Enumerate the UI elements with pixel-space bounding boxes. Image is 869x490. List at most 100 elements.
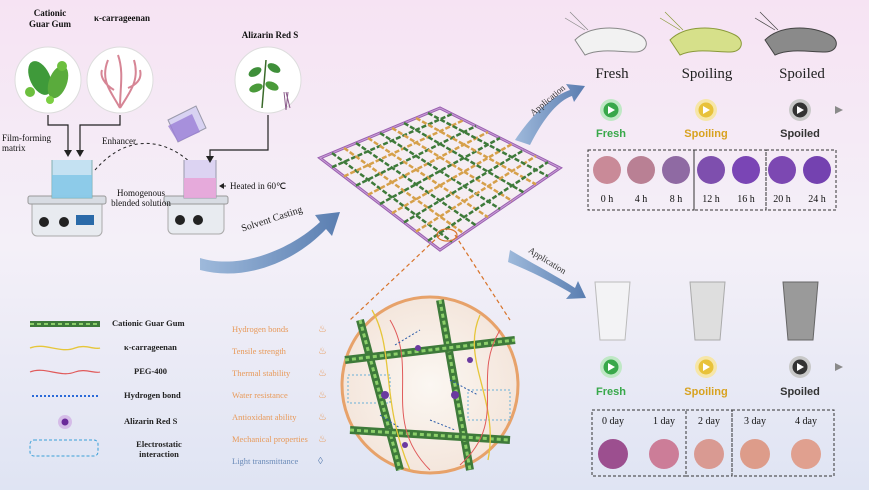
flame-icon: ♨ xyxy=(318,368,327,379)
legend-guar: Cationic Guar Gum xyxy=(112,318,185,328)
fiber xyxy=(379,136,501,206)
fiber xyxy=(331,151,453,243)
flame-icon: ♨ xyxy=(318,346,327,357)
shrimp-spoiling xyxy=(659,11,742,56)
right-stirrer xyxy=(163,160,229,235)
sample-disc xyxy=(732,156,760,184)
tl-top-fresh: Fresh xyxy=(596,128,626,140)
shrimp-title-spoiling: Spoiling xyxy=(681,66,733,82)
time-label: 2 day xyxy=(698,416,720,427)
sample-disc xyxy=(791,439,821,469)
legend-carrageenan: κ-carrageenan xyxy=(124,342,177,352)
timeline-top xyxy=(590,99,843,121)
label-enhancer: Enhancer xyxy=(102,136,136,146)
prop-hbonds: Hydrogen bonds xyxy=(232,324,289,334)
group-box-6 xyxy=(731,409,835,477)
time-label: 20 h xyxy=(773,194,791,205)
label-heated: Heated in 60℃ xyxy=(230,181,287,191)
fiber xyxy=(415,116,537,186)
flame-icon: ♨ xyxy=(318,434,327,445)
tl-bottom-fresh: Fresh xyxy=(596,386,626,398)
timeline-bottom xyxy=(590,356,843,378)
sample-disc xyxy=(649,439,679,469)
sample-disc xyxy=(803,156,831,184)
label-homogenous: Homogenous blended solution xyxy=(111,188,171,208)
zoom-circle xyxy=(340,295,520,475)
group-box-1 xyxy=(587,149,695,211)
sample-disc xyxy=(598,439,628,469)
time-label: 1 day xyxy=(653,416,675,427)
flame-icon: ♨ xyxy=(318,412,327,423)
legend-hbond: Hydrogen bond xyxy=(124,390,181,400)
prop-tensile: Tensile strength xyxy=(232,346,286,356)
time-label: 3 day xyxy=(744,416,766,427)
shrimp-spoiled xyxy=(754,11,837,56)
time-label: 4 h xyxy=(634,194,648,205)
pouring-beaker xyxy=(167,105,207,143)
cup-spoiling xyxy=(689,281,726,341)
bottom-samples xyxy=(598,439,821,469)
property-icons: ♨ ♨ ♨ ♨ ♨ ♨ ◊ xyxy=(318,324,327,467)
cup-spoiled xyxy=(782,281,819,341)
prop-antioxidant: Antioxidant ability xyxy=(232,412,297,422)
film-mesh xyxy=(317,106,563,252)
time-label: 16 h xyxy=(737,194,755,205)
label-carrageenan: κ-carrageenan xyxy=(94,13,150,23)
shrimp-title-spoiled: Spoiled xyxy=(779,66,825,82)
fiber xyxy=(355,141,477,227)
left-stirrer xyxy=(27,160,107,237)
cup-fresh xyxy=(594,281,631,341)
fiber xyxy=(391,126,513,202)
fiber xyxy=(427,160,549,242)
time-label: 0 day xyxy=(602,416,624,427)
fiber xyxy=(415,154,537,233)
shrimp-fresh xyxy=(564,11,647,56)
tl-top-spoiling: Spoiling xyxy=(684,128,728,140)
time-label: 4 day xyxy=(795,416,817,427)
label-guar: Cationic Guar Gum xyxy=(28,8,72,29)
sample-disc xyxy=(768,156,796,184)
fiber xyxy=(403,148,525,224)
film-fibers xyxy=(331,111,549,243)
group-box-5 xyxy=(685,409,733,477)
time-label: 12 h xyxy=(702,194,720,205)
guar-gum-image xyxy=(14,46,82,114)
prop-water: Water resistance xyxy=(232,390,288,400)
fiber xyxy=(403,121,525,194)
diamond-icon: ◊ xyxy=(318,456,323,467)
fiber xyxy=(427,111,549,178)
tl-top-spoiled: Spoiled xyxy=(780,128,820,140)
legend-symbols xyxy=(29,321,101,457)
legend-peg: PEG-400 xyxy=(134,366,168,376)
time-label: 8 h xyxy=(669,194,683,205)
prop-mechanical: Mechanical properties xyxy=(232,434,308,444)
fiber xyxy=(391,142,513,215)
label-film-forming: Film-forming matrix xyxy=(2,133,51,153)
fiber xyxy=(343,146,465,235)
label-alizarin: Alizarin Red S xyxy=(241,30,299,40)
legend-electrostatic: Electrostatic interaction xyxy=(136,439,182,459)
flame-icon: ♨ xyxy=(318,324,327,335)
sample-disc xyxy=(593,156,621,184)
time-label: 0 h xyxy=(600,194,614,205)
sample-disc xyxy=(662,156,690,184)
sample-disc xyxy=(694,439,724,469)
shrimp-title-fresh: Fresh xyxy=(595,66,629,82)
tl-bottom-spoiled: Spoiled xyxy=(780,386,820,398)
sample-disc xyxy=(627,156,655,184)
prop-light: Light transmittance xyxy=(232,456,299,466)
group-box-3 xyxy=(765,149,837,211)
flame-icon: ♨ xyxy=(318,390,327,401)
legend-alizarin: Alizarin Red S xyxy=(124,416,178,426)
alizarin-image xyxy=(234,46,302,114)
sample-disc xyxy=(697,156,725,184)
sample-disc xyxy=(740,439,770,469)
fiber xyxy=(379,131,501,211)
prop-thermal: Thermal stability xyxy=(232,368,291,378)
carrageenan-image xyxy=(86,46,154,114)
time-label: 24 h xyxy=(808,194,826,205)
tl-bottom-spoiling: Spoiling xyxy=(684,386,728,398)
top-samples xyxy=(593,156,831,184)
